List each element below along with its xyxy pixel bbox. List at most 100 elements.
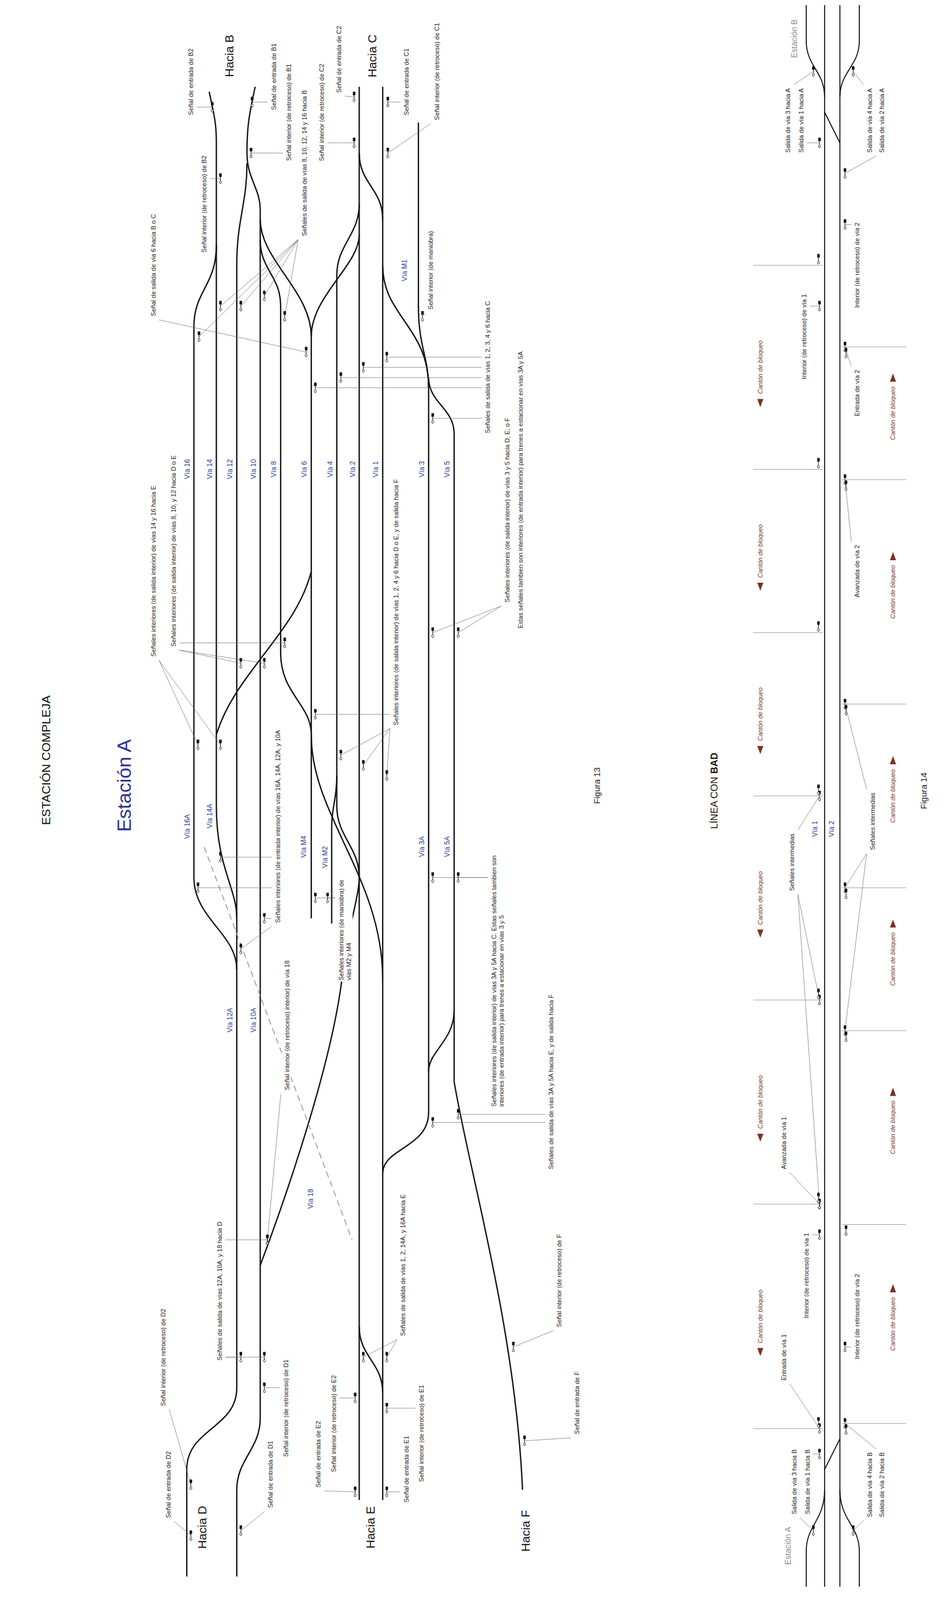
signal-head — [843, 168, 847, 172]
signal-label: Señal interior (de retroceso) de D2 — [159, 1308, 167, 1406]
label-patch: Hacia E — [363, 1505, 378, 1551]
signal-lamp — [218, 180, 222, 184]
track-line — [806, 5, 825, 97]
label-patch: Vía M1 — [401, 258, 410, 283]
signal-head — [843, 474, 847, 478]
label-patch: Avanzada de vía 2 — [853, 544, 862, 599]
label-patch: Señal interior (de retroceso) de C1 — [433, 21, 441, 122]
leader-line — [324, 1490, 356, 1493]
label-patch: Cantón de bloqueo — [756, 339, 765, 396]
label-patch: Cantón de bloqueo — [756, 869, 765, 926]
label-patch: Vía 10 — [250, 458, 259, 481]
label-patch: Vía 16 — [183, 458, 192, 481]
leader-line — [179, 650, 241, 664]
track-label: Vía 1 — [810, 820, 819, 837]
signal-lamp — [817, 995, 820, 999]
signal-label: Señales interiores (de entrada interior)… — [273, 730, 281, 923]
signal-lamp — [218, 746, 222, 750]
leader-line — [799, 1517, 814, 1531]
track-label: Vía 6 — [300, 461, 309, 478]
label-patch: Salida de vía 2 hacia B — [878, 1451, 886, 1519]
station-title: Estación A — [112, 739, 135, 833]
leader-line — [812, 1234, 820, 1236]
leader-line — [179, 642, 285, 644]
label-patch: Salida de vía 1 hacia B — [803, 1447, 811, 1516]
signal-head — [197, 331, 200, 335]
signal-head — [283, 311, 286, 315]
block-label: Cantón de bloqueo — [889, 1297, 897, 1351]
signal-lamp — [812, 1532, 815, 1536]
leader-line — [240, 926, 272, 949]
signal-head — [817, 254, 820, 258]
label-patch: Señal de entrada de E2 — [314, 1419, 323, 1489]
signal-head — [250, 96, 254, 101]
signal-head — [385, 770, 388, 774]
label-patch: Entrada de vía 1 — [780, 1332, 788, 1382]
signal-head — [818, 1448, 821, 1453]
signal-label: Interior (de retroceso) de vía 1 — [800, 293, 808, 380]
label-patch: Señal interior (de retroceso) interior) … — [282, 959, 291, 1092]
leader-line — [327, 897, 335, 898]
signal-lamp — [326, 900, 329, 903]
leader-line — [432, 877, 489, 878]
signal-head — [361, 1352, 365, 1356]
leader-line — [844, 853, 867, 888]
signal-head — [817, 458, 820, 462]
block-label: Cantón de bloqueo — [889, 564, 897, 619]
track-line — [382, 265, 429, 1174]
block-arrow — [757, 929, 764, 938]
label-patch: Cantón de bloqueo — [756, 1074, 765, 1131]
signal-lamp — [818, 308, 821, 311]
block-arrow — [889, 756, 897, 765]
signal-label: Señales interiores (de salida interior) … — [149, 485, 157, 657]
label-patch: Vía 1 — [811, 819, 820, 838]
block-boundary — [841, 479, 907, 481]
block-label: Cantón de bloqueo — [889, 768, 897, 823]
leader-line — [844, 1423, 876, 1449]
signal-head — [196, 882, 199, 886]
leader-line — [806, 142, 820, 143]
signal-head — [314, 382, 317, 387]
label-patch: Señal de entrada de C1 — [402, 47, 410, 117]
track-line — [839, 1489, 860, 1587]
track-label: Vía 2 — [827, 820, 836, 837]
signal-head — [218, 300, 222, 305]
block-label: Cantón de bloqueo — [889, 932, 897, 987]
label-patch: Vía 14A — [206, 802, 215, 830]
signal-head — [421, 311, 424, 315]
leader-line — [174, 1521, 191, 1536]
signal-head — [314, 892, 317, 897]
signal-lamp — [457, 1116, 460, 1119]
signal-lamp — [431, 635, 434, 638]
leader-line — [386, 356, 482, 358]
signal-label: Avanzada de vía 1 — [780, 1116, 788, 1169]
block-boundary — [753, 795, 823, 796]
leader-line — [432, 417, 482, 419]
signal-lamp — [851, 1532, 855, 1536]
label-patch: Señal interior (de retroceso) de E2 — [330, 1373, 338, 1474]
label-patch: Cantón de bloqueo — [889, 931, 897, 988]
signal-label: Salida de vía 2 hacia A — [878, 88, 886, 153]
signal-head — [843, 1341, 847, 1346]
leader-line — [220, 856, 272, 858]
signal-lamp — [250, 104, 254, 107]
signal-head — [352, 91, 356, 96]
label-patch: Vía 4 — [326, 459, 335, 479]
track-line — [260, 239, 312, 735]
leader-line — [844, 853, 867, 1031]
signal-label: Señal de salida de vía 6 hacia B o C — [149, 214, 157, 317]
track-line — [839, 5, 860, 97]
block-arrow — [757, 582, 764, 591]
signal-head — [817, 784, 820, 788]
signal-head — [812, 1525, 815, 1529]
signal-head — [353, 1486, 357, 1490]
signal-lamp — [239, 665, 243, 668]
leader-line — [225, 1239, 268, 1241]
signal-label: Señal de entrada de D1 — [266, 1440, 274, 1508]
block-arrow — [889, 919, 897, 928]
leader-line — [458, 877, 489, 878]
leader-line — [387, 102, 401, 103]
label-patch: Avanzada de vía 1 — [780, 1115, 788, 1170]
block-arrow — [889, 1087, 897, 1096]
signal-lamp — [239, 308, 243, 311]
